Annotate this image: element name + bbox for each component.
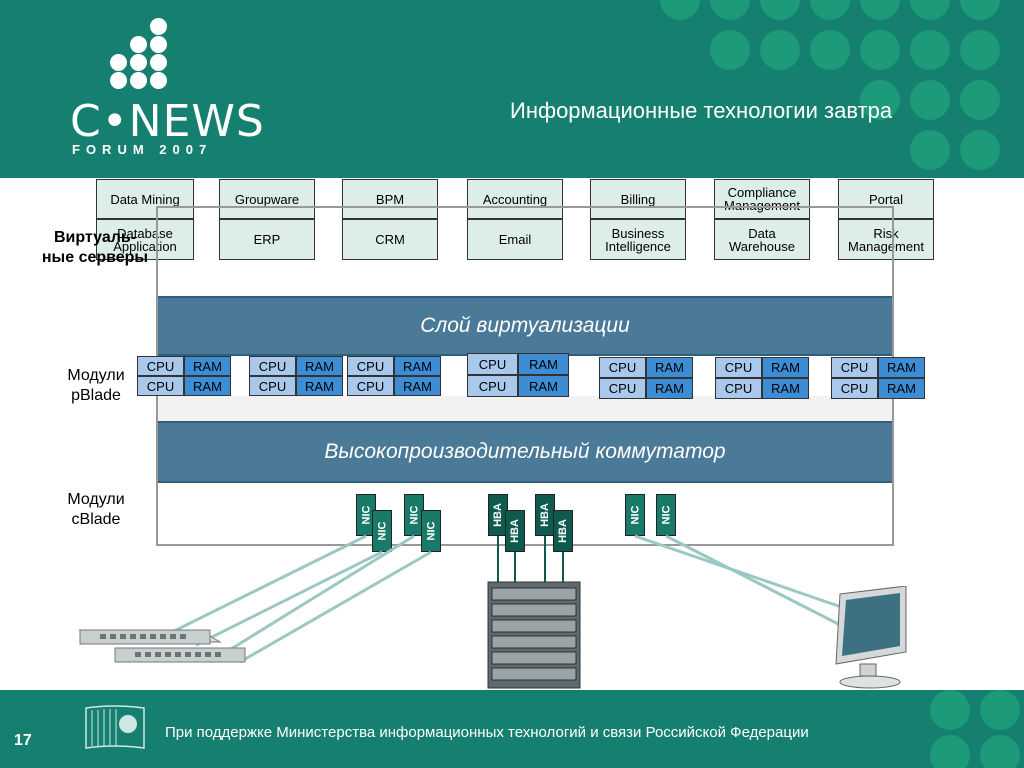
app-box: Data Mining — [96, 179, 194, 219]
decor-dot — [710, 30, 750, 70]
cpu-cell: CPU — [249, 356, 296, 376]
decor-dot — [710, 0, 750, 20]
app-box: ERP — [219, 219, 315, 260]
ram-cell: RAM — [878, 357, 925, 378]
ram-cell: RAM — [878, 378, 925, 399]
nic-card: NIC — [372, 510, 392, 552]
decor-dot — [930, 690, 970, 730]
decor-dot — [910, 0, 950, 20]
ram-cell: RAM — [184, 356, 231, 376]
virtualization-layer: Слой виртуализации — [158, 296, 892, 356]
decor-dot — [760, 30, 800, 70]
footer-text: При поддержке Министерства информационны… — [165, 724, 809, 741]
app-box: Business Intelligence — [590, 219, 686, 260]
decor-dot — [980, 690, 1020, 730]
network-switch-icon — [78, 629, 222, 645]
ram-cell: RAM — [394, 356, 441, 376]
ram-cell: RAM — [646, 378, 693, 399]
app-box: Compliance Management — [714, 179, 810, 219]
cpu-cell: CPU — [831, 378, 878, 399]
decor-dot — [910, 80, 950, 120]
ram-cell: RAM — [184, 376, 231, 396]
ram-cell: RAM — [646, 357, 693, 378]
storage-rack-icon — [487, 581, 581, 689]
decor-dot — [910, 30, 950, 70]
cpu-cell: CPU — [137, 376, 184, 396]
label-virtual-servers: Виртуаль-ные серверы — [41, 229, 149, 266]
decor-dot — [860, 80, 900, 120]
app-box: Data Warehouse — [714, 219, 810, 260]
ram-cell: RAM — [296, 356, 343, 376]
cpu-cell: CPU — [347, 376, 394, 396]
ram-cell: RAM — [518, 375, 569, 397]
app-box: Database Application — [96, 219, 194, 260]
decor-dot — [960, 0, 1000, 20]
hba-card: HBA — [553, 510, 573, 552]
logo-subtitle: FORUM 2007 — [72, 142, 213, 157]
label-pblade: Модули pBlade — [67, 367, 125, 404]
decor-dot — [960, 30, 1000, 70]
app-box: Billing — [590, 179, 686, 219]
label-cblade: Модули cBlade — [67, 491, 125, 528]
nic-card: NIC — [625, 494, 645, 536]
cpu-cell: CPU — [831, 357, 878, 378]
ram-cell: RAM — [762, 357, 809, 378]
decor-dot — [760, 0, 800, 20]
app-box: BPM — [342, 179, 438, 219]
decor-dot — [810, 30, 850, 70]
app-box: Email — [467, 219, 563, 260]
nic-card: NIC — [421, 510, 441, 552]
nic-card: NIC — [656, 494, 676, 536]
decor-dot — [960, 80, 1000, 120]
ministry-emblem-icon — [85, 705, 145, 749]
slide-title: Информационные технологии завтра — [510, 98, 893, 123]
cpu-cell: CPU — [467, 353, 518, 375]
decor-dot — [930, 735, 970, 768]
ram-cell: RAM — [762, 378, 809, 399]
cpu-cell: CPU — [715, 378, 762, 399]
decor-dot — [910, 130, 950, 170]
cpu-cell: CPU — [715, 357, 762, 378]
monitor-icon — [835, 586, 907, 689]
app-box: Portal — [838, 179, 934, 219]
app-box: CRM — [342, 219, 438, 260]
ram-cell: RAM — [394, 376, 441, 396]
network-switch-icon — [114, 647, 246, 663]
ram-cell: RAM — [518, 353, 569, 375]
decor-dot — [980, 735, 1020, 768]
app-box: Groupware — [219, 179, 315, 219]
hba-card: HBA — [505, 510, 525, 552]
switch-layer: Высокопроизводительный коммутатор — [158, 421, 892, 483]
cpu-cell: CPU — [347, 356, 394, 376]
header: C•NEWS FORUM 2007 Информационные техноло… — [0, 0, 1024, 178]
footer — [0, 690, 1024, 768]
ram-cell: RAM — [296, 376, 343, 396]
page-number: 17 — [14, 732, 32, 749]
app-box: Accounting — [467, 179, 563, 219]
decor-dot — [810, 0, 850, 20]
logo-text: C•NEWS — [70, 96, 265, 147]
frame-gap — [158, 396, 892, 422]
decor-dot — [960, 130, 1000, 170]
decor-dot — [860, 0, 900, 20]
cpu-cell: CPU — [467, 375, 518, 397]
cpu-cell: CPU — [137, 356, 184, 376]
cpu-cell: CPU — [249, 376, 296, 396]
cpu-cell: CPU — [599, 357, 646, 378]
decor-dot — [660, 0, 700, 20]
cpu-cell: CPU — [599, 378, 646, 399]
decor-dot — [860, 30, 900, 70]
